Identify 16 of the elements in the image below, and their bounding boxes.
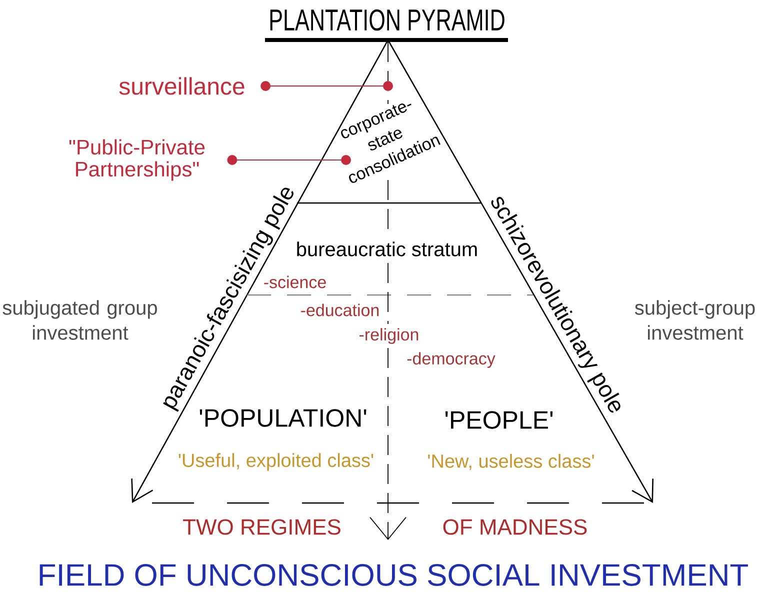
leader-line bbox=[227, 155, 351, 165]
class-label: 'New, useless class' bbox=[428, 454, 594, 470]
regime-label: TWO REGIMES bbox=[183, 519, 340, 535]
list-item: -religion bbox=[360, 328, 418, 344]
class-label: 'Useful, exploited class' bbox=[178, 453, 374, 471]
side-label: subjugated group investment bbox=[2, 300, 157, 340]
title: PLANTATION PYRAMID bbox=[270, 9, 504, 31]
callout-label: surveillance bbox=[119, 77, 244, 95]
caption: FIELD OF UNCONSCIOUS SOCIAL INVESTMENT bbox=[40, 564, 748, 586]
callout-label: "Public-Private Partnerships" bbox=[69, 139, 205, 181]
tier-label: bureaucratic stratum bbox=[297, 242, 477, 256]
leader-line bbox=[260, 81, 393, 91]
regime-label: OF MADNESS bbox=[443, 519, 587, 535]
group-label: 'PEOPLE' bbox=[445, 411, 553, 429]
side-label: subject-group investment bbox=[634, 300, 755, 340]
list-item: -education bbox=[301, 304, 379, 316]
